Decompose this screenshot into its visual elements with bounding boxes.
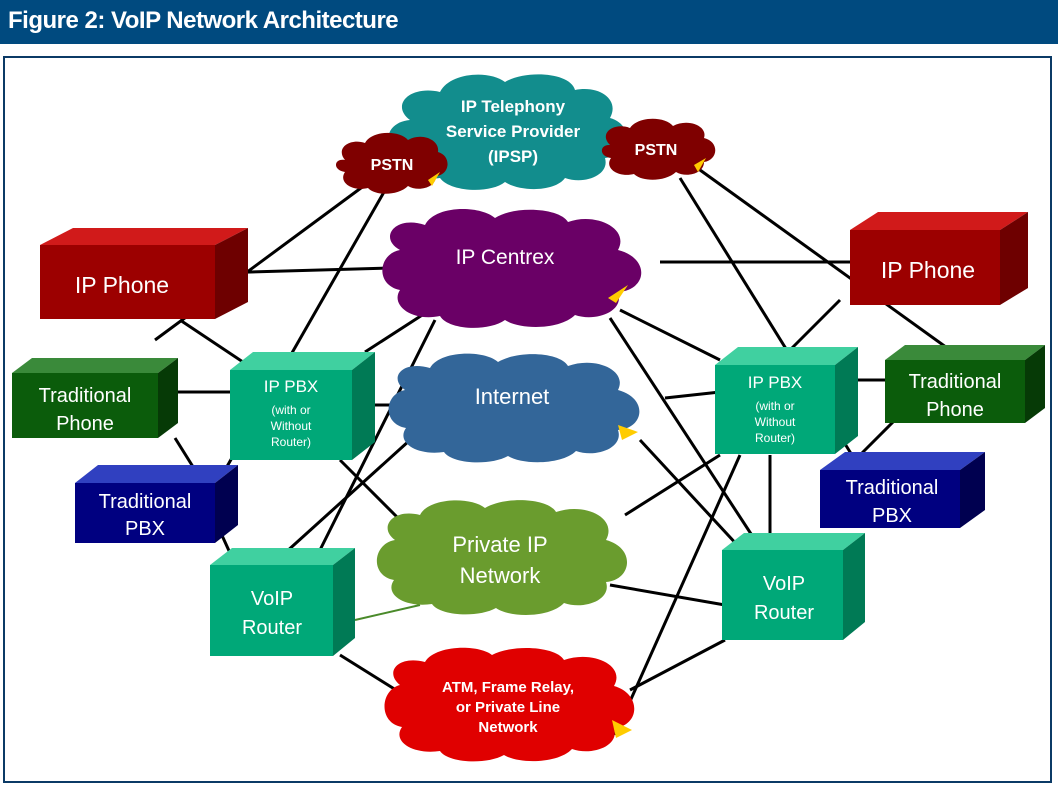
ip-phone-right-label: IP Phone (881, 257, 975, 283)
traditional-phone-right-line-1: Traditional (909, 371, 1002, 393)
figure-header: Figure 2: VoIP Network Architecture (0, 0, 1058, 44)
line-ippbx-right-atm (613, 454, 742, 736)
pstn-left-label: PSTN (371, 157, 414, 174)
traditional-pbx-left-line-2: PBX (125, 518, 165, 540)
private-ip-line-1: Private IP (452, 532, 547, 557)
voip-router-left-line-1: VoIP (251, 588, 293, 610)
line-ippbx-right-internet (664, 390, 721, 400)
traditional-phone-left: Traditional Phone (12, 358, 178, 438)
line-centrex-router-left (318, 319, 437, 551)
pstn-left-cloud: PSTN (335, 132, 448, 194)
private-ip-line-2: Network (460, 563, 542, 588)
centrex-lightning-icon (608, 285, 628, 303)
voip-router-right: VoIP Router (722, 533, 865, 640)
ip-pbx-left: IP PBX (with or Without Router) (230, 352, 375, 460)
internet-cloud: Internet (388, 353, 640, 463)
pstn-right-label: PSTN (635, 142, 678, 159)
atm-lightning-icon (612, 720, 632, 738)
traditional-pbx-left-line-1: Traditional (99, 491, 192, 513)
voip-router-right-line-2: Router (754, 602, 814, 624)
ip-pbx-right-title: IP PBX (748, 373, 803, 392)
ip-pbx-right-sub-1: (with or (755, 399, 794, 413)
ip-pbx-right: IP PBX (with or Without Router) (715, 347, 858, 454)
ipsp-line-2: Service Provider (446, 122, 581, 141)
traditional-pbx-right-line-1: Traditional (846, 477, 939, 499)
line-router-left-private (354, 604, 421, 621)
pstn-right-cloud: PSTN (601, 118, 716, 180)
ip-phone-left-label: IP Phone (75, 272, 169, 298)
ip-pbx-right-sub-2: Without (755, 415, 796, 429)
line-ipphone-right-ippbx (783, 298, 842, 357)
ipsp-line-3: (IPSP) (488, 147, 538, 166)
traditional-phone-left-line-1: Traditional (39, 385, 132, 407)
traditional-pbx-left: Traditional PBX (75, 465, 238, 543)
line-internet-router-right (638, 438, 742, 550)
line-ippbx-right-centrex (619, 308, 721, 362)
atm-line-2: or Private Line (456, 699, 560, 716)
voip-router-left-line-2: Router (242, 617, 302, 639)
ipsp-cloud: IP Telephony Service Provider (IPSP) (388, 74, 627, 190)
traditional-pbx-right: Traditional PBX (820, 452, 985, 528)
pstn-right-lightning-icon (694, 158, 706, 172)
line-centrex-router-right (608, 317, 757, 541)
traditional-phone-left-line-2: Phone (56, 413, 114, 435)
ipsp-line-1: IP Telephony (461, 97, 566, 116)
voip-router-left: VoIP Router (210, 548, 355, 656)
internet-label: Internet (475, 384, 550, 409)
ip-phone-right: IP Phone (850, 212, 1028, 305)
internet-lightning-icon (618, 425, 638, 440)
voip-router-right-line-1: VoIP (763, 573, 805, 595)
private-ip-cloud: Private IP Network (376, 500, 628, 615)
line-ippbx-left-centrex (364, 308, 431, 354)
traditional-pbx-right-line-2: PBX (872, 505, 912, 527)
line-pstn-right-trad-phone (699, 168, 951, 352)
ip-pbx-left-title: IP PBX (264, 377, 319, 396)
ip-pbx-left-sub-3: Router) (271, 435, 311, 449)
ip-phone-left: IP Phone (40, 228, 248, 319)
atm-line-3: Network (478, 719, 538, 736)
centrex-cloud: IP Centrex (382, 208, 642, 328)
line-tradphone-left-tradpbx (173, 437, 197, 471)
pstn-left-lightning-icon (428, 172, 440, 186)
ip-pbx-left-sub-1: (with or (271, 403, 310, 417)
ip-pbx-right-sub-3: Router) (755, 431, 795, 445)
traditional-phone-right: Traditional Phone (885, 345, 1045, 423)
ip-pbx-left-sub-2: Without (271, 419, 312, 433)
atm-line-1: ATM, Frame Relay, (442, 679, 574, 696)
line-tradphone-right-tradpbx (858, 418, 897, 457)
line-private-router-right (609, 583, 726, 607)
centrex-label: IP Centrex (456, 246, 555, 269)
line-router-right-atm (629, 638, 726, 692)
line-internet-router-left (283, 438, 412, 555)
traditional-phone-right-line-2: Phone (926, 399, 984, 421)
line-ippbx-right-private (624, 453, 721, 517)
figure-title: Figure 2: VoIP Network Architecture (8, 7, 399, 34)
atm-cloud: ATM, Frame Relay, or Private Line Networ… (384, 647, 635, 762)
